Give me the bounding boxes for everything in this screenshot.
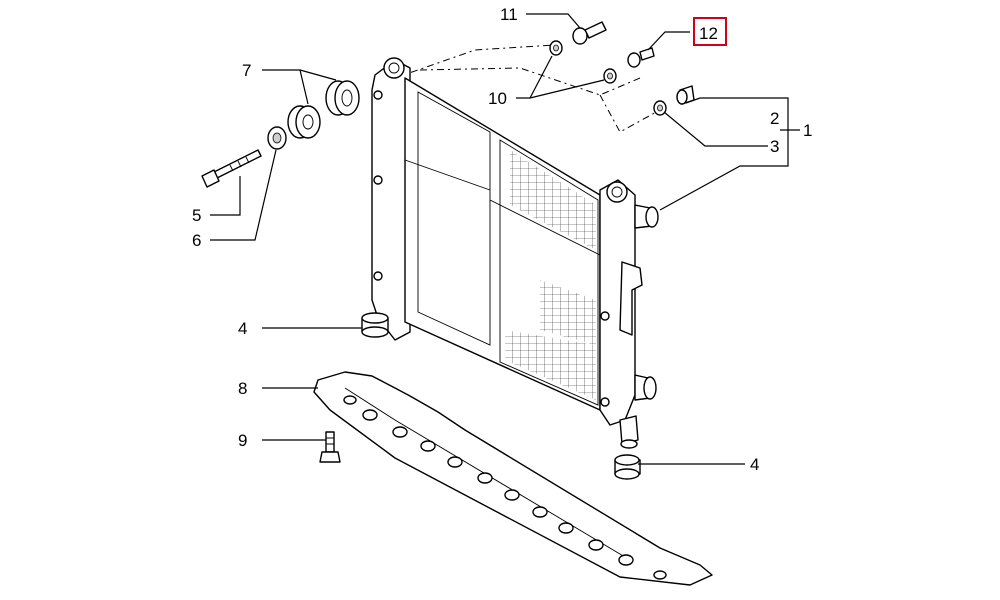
top-bolt <box>572 21 607 45</box>
callout-5: 5 <box>192 206 201 225</box>
callout-6: 6 <box>192 231 201 250</box>
washer <box>267 126 287 150</box>
callout-8: 8 <box>238 379 247 398</box>
callout-12: 12 <box>699 24 718 43</box>
callout-4-lower: 4 <box>750 455 759 474</box>
callout-12-highlight <box>693 17 727 46</box>
crossmember-plate <box>313 371 713 586</box>
leader-lines <box>210 13 800 465</box>
bushing-set <box>287 80 360 139</box>
callout-labels: 11 12 7 10 2 1 3 5 6 4 8 9 4 <box>192 5 812 474</box>
callout-10: 10 <box>488 89 507 108</box>
seal-washer <box>653 100 667 116</box>
bolt <box>201 149 262 188</box>
callout-1: 1 <box>803 121 812 140</box>
grommet-upper <box>361 312 389 338</box>
plug <box>676 85 695 105</box>
assembly-guide-lines <box>394 44 661 133</box>
callout-11: 11 <box>500 5 518 24</box>
callout-9: 9 <box>238 431 247 450</box>
callout-4-upper: 4 <box>238 319 247 338</box>
washer-pair <box>549 40 617 84</box>
small-bolt <box>627 47 655 68</box>
callout-2: 2 <box>770 109 779 128</box>
radiator <box>371 57 659 449</box>
grommet-lower <box>614 454 641 480</box>
plate-bolt <box>319 431 341 463</box>
callout-3: 3 <box>770 137 779 156</box>
callout-7: 7 <box>242 61 251 80</box>
